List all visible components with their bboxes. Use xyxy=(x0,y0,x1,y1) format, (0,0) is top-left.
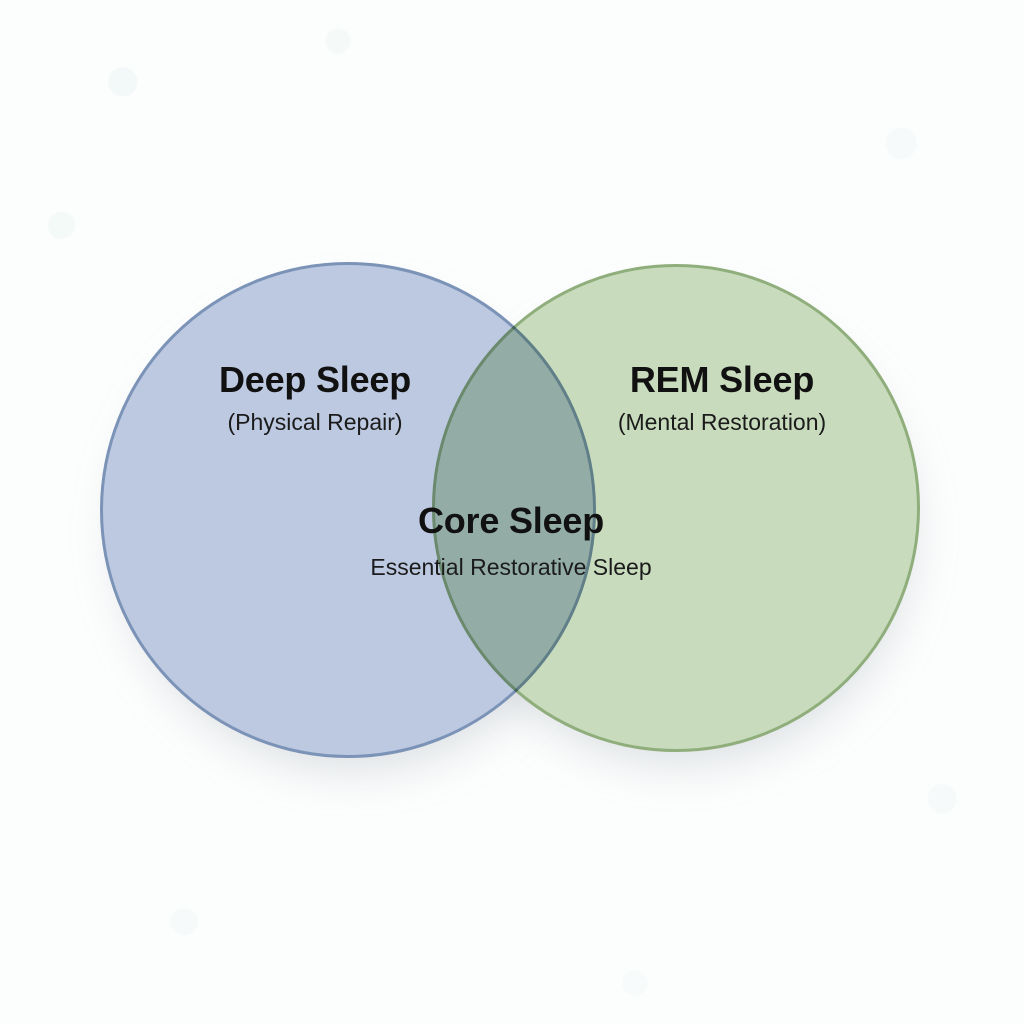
intersection-subtitle-core-sleep: Essential Restorative Sleep xyxy=(370,554,652,580)
set-title-rem-sleep: REM Sleep xyxy=(629,359,815,400)
label-group-core-sleep: Core Sleep Essential Restorative Sleep xyxy=(370,503,651,579)
label-group-deep-sleep: Deep Sleep (Physical Repair) xyxy=(219,362,411,434)
label-group-rem-sleep: REM Sleep (Mental Restoration) xyxy=(618,362,826,434)
set-subtitle-rem-sleep: (Mental Restoration) xyxy=(617,409,827,435)
intersection-title-core-sleep: Core Sleep xyxy=(417,500,605,541)
set-circle-rem-sleep[interactable] xyxy=(432,264,920,752)
set-subtitle-deep-sleep: (Physical Repair) xyxy=(227,409,403,435)
set-title-deep-sleep: Deep Sleep xyxy=(218,359,412,400)
